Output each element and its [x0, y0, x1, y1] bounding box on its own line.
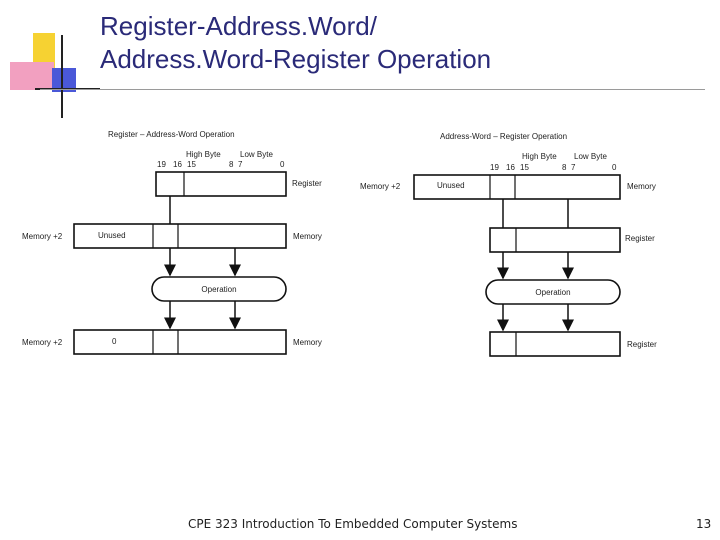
slide-logo — [10, 33, 100, 118]
right-operation-label: Operation — [535, 288, 570, 297]
left-diagram: Register – Address-Word Operation High B… — [22, 130, 322, 355]
right-bit-15: 15 — [520, 163, 529, 172]
left-low-byte-label: Low Byte — [240, 150, 273, 159]
left-bit-0: 0 — [280, 160, 285, 169]
right-bit-16: 16 — [506, 163, 515, 172]
left-source-memory-box — [73, 223, 287, 249]
logo-pink-square — [10, 62, 54, 90]
right-bit-8: 8 — [562, 163, 567, 172]
right-result-register-label: Register — [627, 340, 657, 349]
left-bit-8: 8 — [229, 160, 234, 169]
right-register-label: Register — [625, 234, 655, 243]
title-divider — [40, 89, 705, 90]
right-heading: Address-Word – Register Operation — [440, 132, 567, 141]
left-register-box — [155, 171, 287, 197]
right-low-byte-label: Low Byte — [574, 152, 607, 161]
right-unused: Unused — [437, 181, 465, 190]
left-result-address-label: Memory +2 — [22, 338, 63, 347]
left-heading: Register – Address-Word Operation — [108, 130, 235, 139]
left-result-memory-box — [73, 329, 287, 355]
slide-title-line1: Register-Address.Word/ — [100, 11, 377, 41]
operation-diagrams: Register – Address-Word Operation High B… — [22, 130, 657, 357]
left-operation-label: Operation — [201, 285, 236, 294]
right-bit-19: 19 — [490, 163, 499, 172]
slide-footer: CPE 323 Introduction To Embedded Compute… — [188, 517, 518, 531]
left-high-byte-label: High Byte — [186, 150, 221, 159]
right-address-memory-box — [413, 174, 621, 200]
page-number: 13 — [696, 517, 712, 531]
left-operation-box — [151, 276, 287, 302]
left-bit-19: 19 — [157, 160, 166, 169]
left-bit-15: 15 — [187, 160, 196, 169]
right-operation-box — [485, 279, 621, 305]
slide-title: Register-Address.Word/ Address.Word-Regi… — [100, 10, 700, 76]
left-result-memory-label: Memory — [293, 338, 322, 347]
right-bit-0: 0 — [612, 163, 617, 172]
right-diagram: Address-Word – Register Operation High B… — [360, 132, 657, 357]
right-memory-label: Memory — [627, 182, 656, 191]
right-result-register-box — [489, 331, 621, 357]
left-result-value: 0 — [112, 337, 117, 346]
right-address-label: Memory +2 — [360, 182, 401, 191]
right-source-register-box — [489, 227, 621, 253]
slide-title-line2: Address.Word-Register Operation — [100, 44, 492, 74]
right-bit-7: 7 — [571, 163, 576, 172]
left-bit-7: 7 — [238, 160, 243, 169]
left-source-unused: Unused — [98, 231, 126, 240]
left-bit-16: 16 — [173, 160, 182, 169]
left-register-label: Register — [292, 179, 322, 188]
right-high-byte-label: High Byte — [522, 152, 557, 161]
left-source-memory-label: Memory — [293, 232, 322, 241]
left-source-address-label: Memory +2 — [22, 232, 63, 241]
